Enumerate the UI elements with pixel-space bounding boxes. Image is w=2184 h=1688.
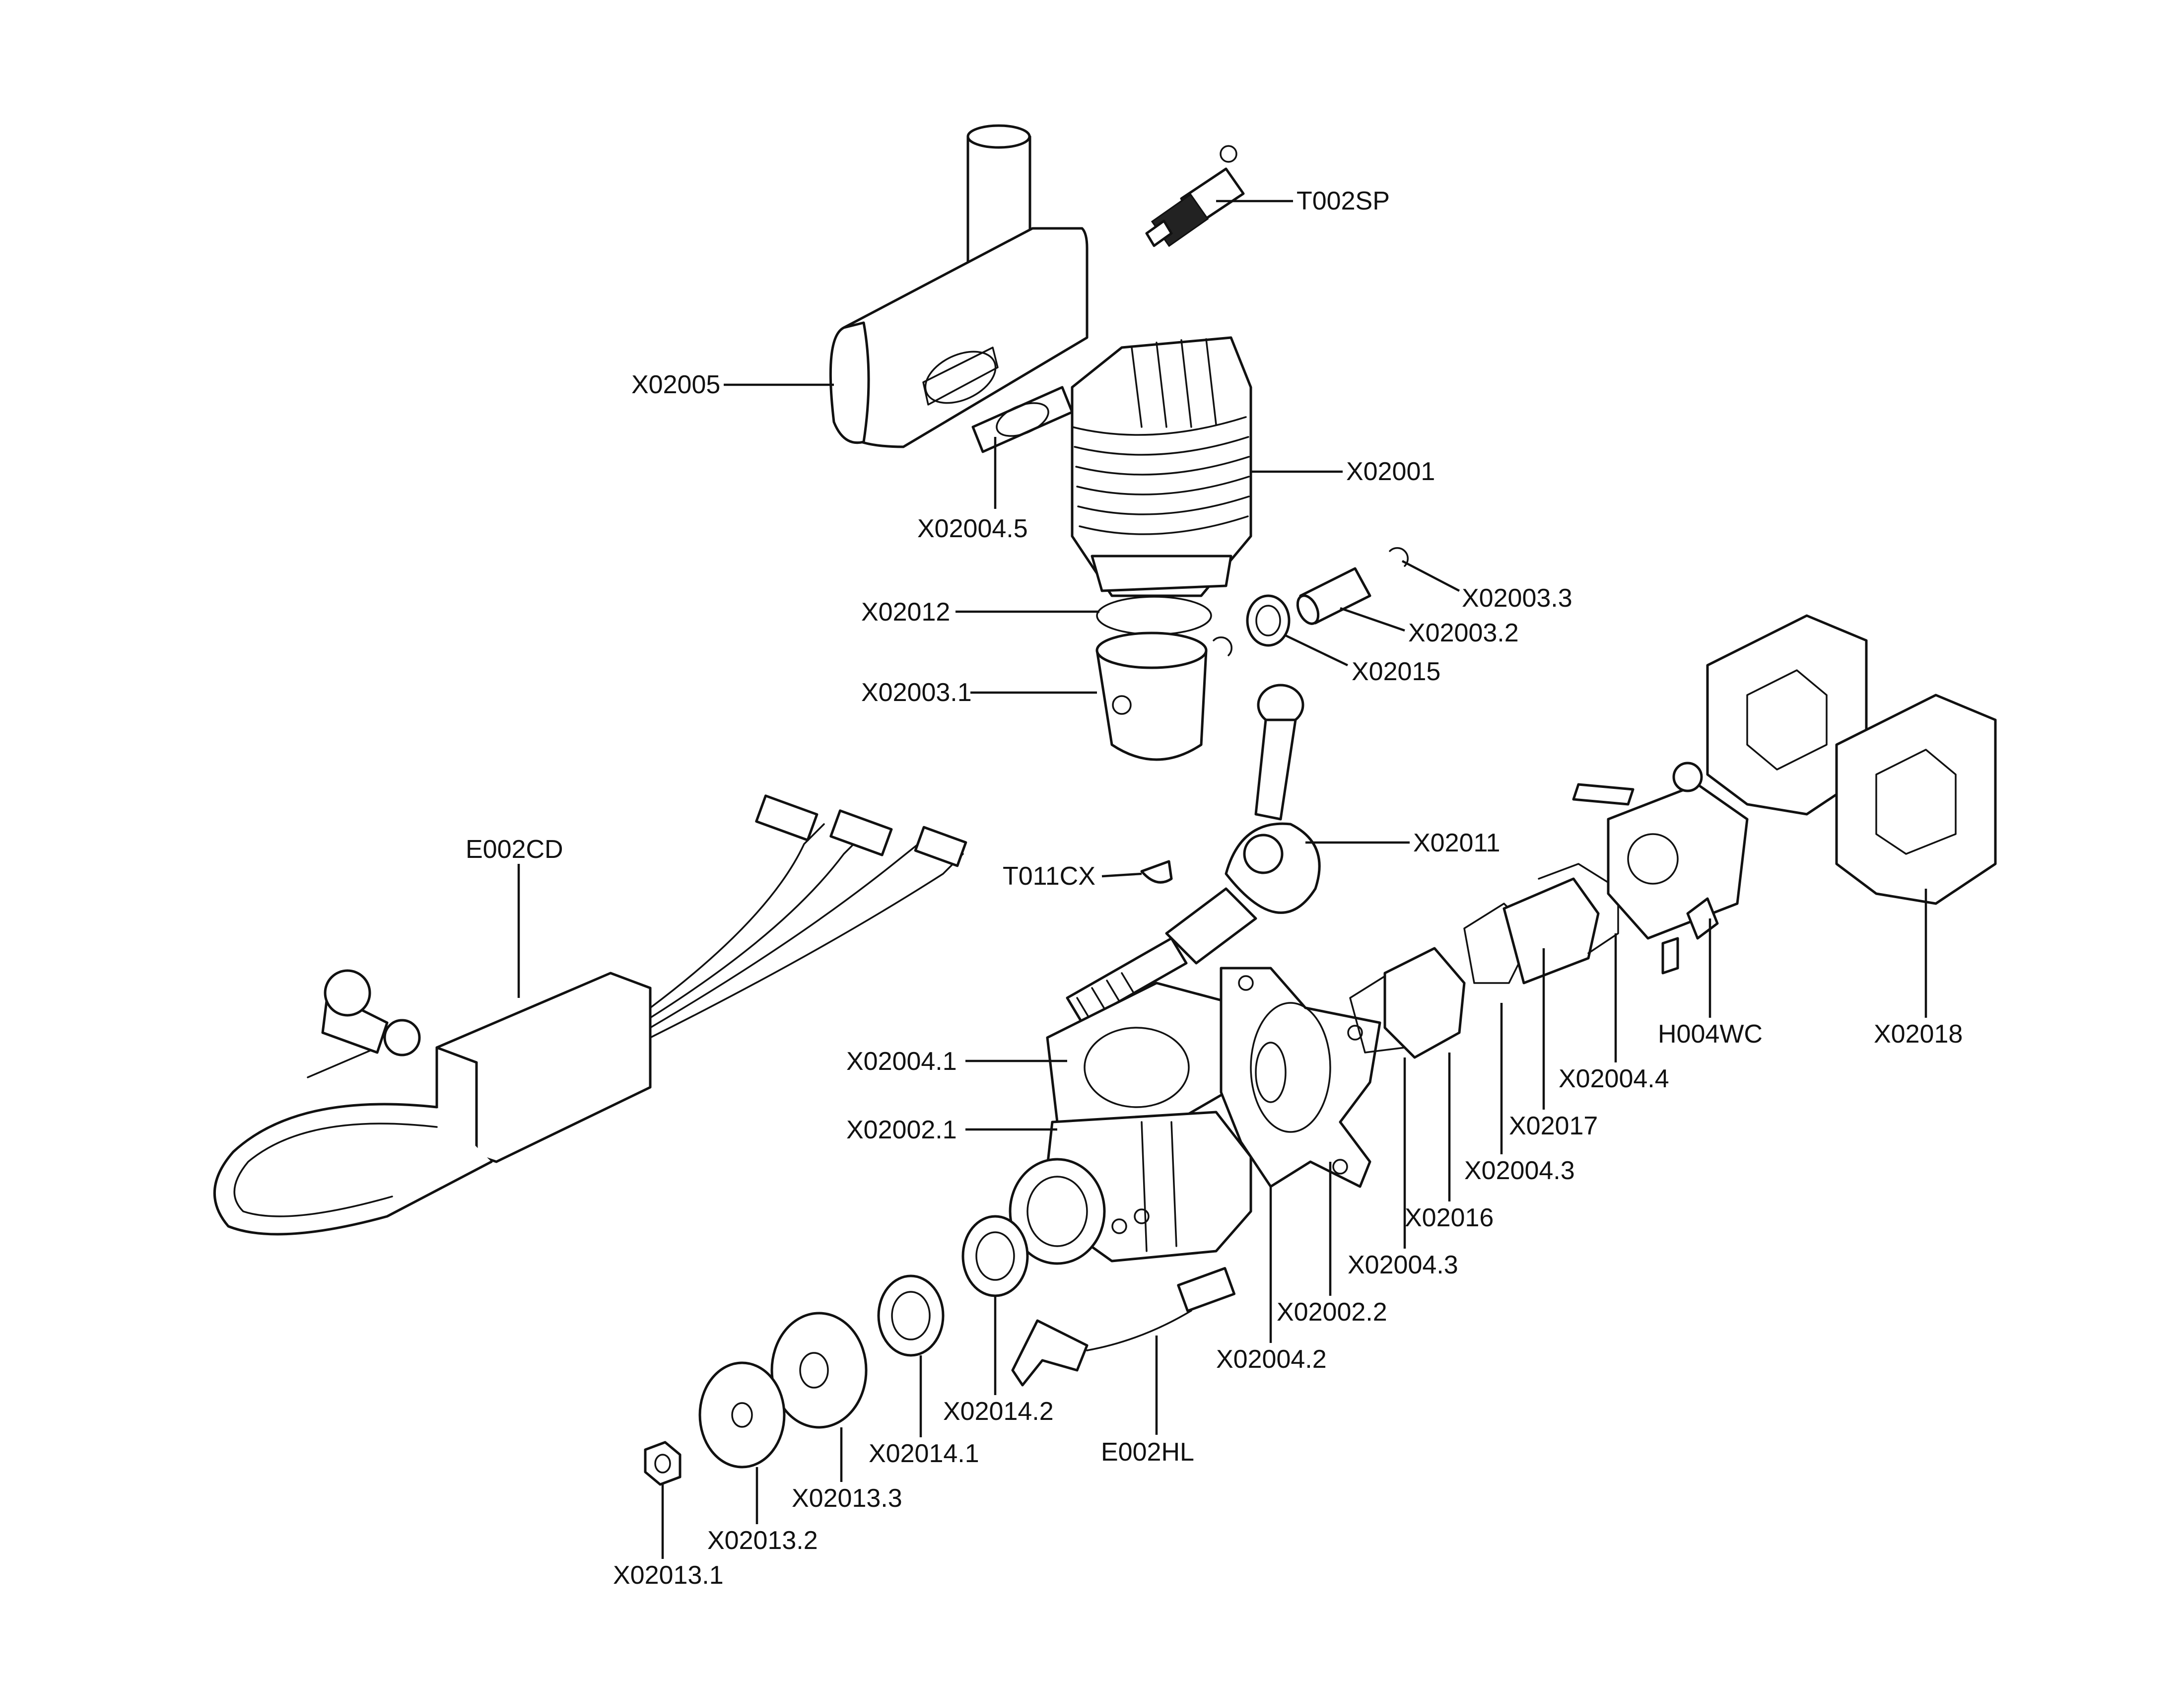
callout-x02013-1: X02013.1 <box>613 1561 724 1590</box>
piston-ring-part <box>1096 596 1212 635</box>
ignition-module-part <box>213 794 967 1236</box>
callout-x02004-2: X02004.2 <box>1216 1345 1327 1374</box>
callout-x02001: X02001 <box>1346 457 1435 486</box>
reed-valve-part <box>1349 863 1619 1059</box>
callout-x02013-3: X02013.3 <box>792 1484 902 1513</box>
piston-part <box>1095 632 1208 761</box>
carburetor-part <box>1572 762 1749 975</box>
prop-washer-part <box>698 1361 786 1469</box>
engine-mount-part <box>1706 614 1997 905</box>
callout-x02004-4: X02004.4 <box>1559 1064 1669 1093</box>
callout-x02004-3-upper: X02004.3 <box>1464 1156 1575 1185</box>
needle-bearing-part <box>1246 594 1291 647</box>
callout-x02005: X02005 <box>631 370 720 399</box>
callout-x02003-1: X02003.1 <box>861 678 972 707</box>
callout-x02002-2: X02002.2 <box>1277 1298 1387 1327</box>
callout-t002sp: T002SP <box>1297 187 1390 215</box>
rear-housing-part <box>1220 967 1381 1188</box>
callout-e002hl: E002HL <box>1101 1438 1194 1467</box>
prop-drive-hub-part <box>770 1312 868 1429</box>
leader-lines <box>517 200 1927 1559</box>
hall-sensor-part <box>1011 1267 1236 1387</box>
callout-t011cx: T011CX <box>1003 862 1095 891</box>
callout-x02016: X02016 <box>1405 1203 1494 1232</box>
crankcase-part <box>1009 982 1252 1265</box>
cylinder-part <box>1071 336 1252 597</box>
callout-x02014-1: X02014.1 <box>869 1439 979 1468</box>
callout-x02004-1: X02004.1 <box>846 1047 957 1076</box>
callout-e002cd: E002CD <box>466 835 563 864</box>
callout-x02017: X02017 <box>1509 1112 1598 1140</box>
prop-nut-part <box>644 1441 682 1486</box>
rear-bearing-part <box>877 1274 945 1357</box>
callout-x02004-3-lower: X02004.3 <box>1348 1251 1458 1279</box>
callout-x02004-5: X02004.5 <box>917 514 1028 543</box>
callout-x02014-2: X02014.2 <box>943 1397 1054 1426</box>
wrist-pin-part <box>1296 567 1371 625</box>
crankshaft-part <box>1066 684 1321 1024</box>
circlip-part <box>1213 636 1232 656</box>
callout-x02002-1: X02002.1 <box>846 1116 957 1144</box>
callout-x02018: X02018 <box>1874 1020 1963 1049</box>
callout-h004wc: H004WC <box>1658 1020 1763 1049</box>
callout-x02003-3: X02003.3 <box>1462 584 1572 613</box>
woodruff-key-part <box>1140 860 1173 884</box>
callout-x02012: X02012 <box>861 598 950 627</box>
muffler-part <box>829 124 1089 448</box>
spark-plug-part <box>1145 145 1245 247</box>
callout-x02015: X02015 <box>1352 657 1440 686</box>
callout-x02013-2: X02013.2 <box>707 1526 818 1555</box>
callout-x02011: X02011 <box>1413 829 1500 857</box>
front-bearing-part <box>961 1215 1029 1297</box>
callout-x02003-2: X02003.2 <box>1408 619 1519 647</box>
